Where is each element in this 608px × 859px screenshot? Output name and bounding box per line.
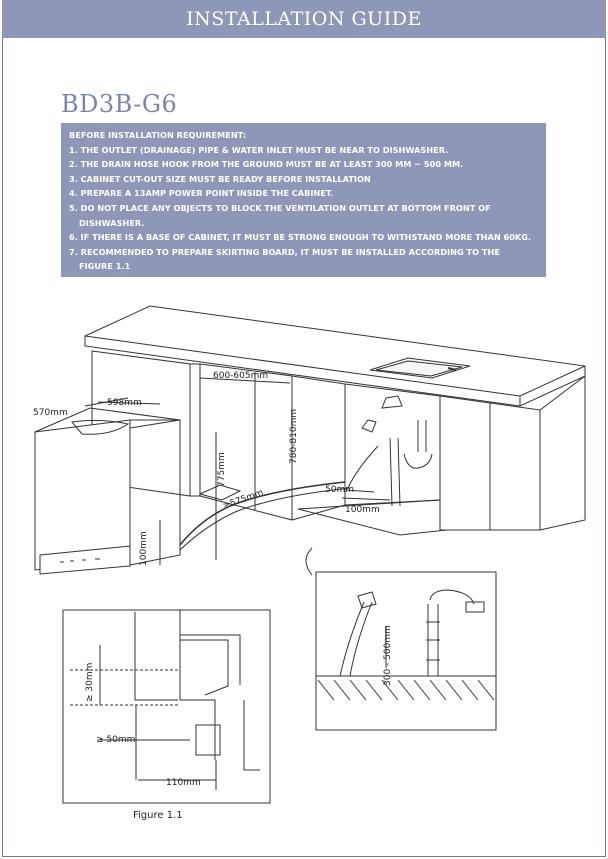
dim-50-lower: ≥ 50mm bbox=[96, 735, 135, 745]
dim-100: 100mm bbox=[345, 505, 380, 515]
requirement-item: 3. CABINET CUT-OUT SIZE MUST BE READY BE… bbox=[69, 173, 371, 184]
requirements-heading: BEFORE INSTALLATION REQUIREMENT: bbox=[69, 130, 247, 140]
model-title: BD3B-G6 bbox=[61, 90, 178, 118]
dim-300-500: 300 - 500mm bbox=[383, 625, 393, 686]
dim-110: 110mm bbox=[166, 778, 201, 788]
requirement-item: 2. THE DRAIN HOSE HOOK FROM THE GROUND M… bbox=[69, 159, 464, 170]
dim-775: 775mm bbox=[217, 452, 227, 487]
requirement-item: 6. IF THERE IS A BASE OF CABINET, IT MUS… bbox=[69, 232, 532, 243]
requirement-item-cont: DISHWASHER. bbox=[79, 217, 145, 228]
dim-600-605: 600-605mm bbox=[213, 371, 268, 381]
requirement-item: 7. RECOMMENDED TO PREPARE SKIRTING BOARD… bbox=[69, 246, 500, 257]
dim-100-bottom: 100mm bbox=[139, 531, 149, 566]
dim-50: 50mm bbox=[325, 485, 354, 495]
requirement-item: 4. PREPARE A 13AMP POWER POINT INSIDE TH… bbox=[69, 188, 334, 199]
requirement-item-cont: FIGURE 1.1 bbox=[79, 261, 131, 272]
dim-30: ≥ 30mm bbox=[85, 663, 95, 702]
dim-575: ≥575mm bbox=[222, 488, 265, 512]
dim-780-810: 780-810mm bbox=[289, 409, 299, 464]
requirements-box: BEFORE INSTALLATION REQUIREMENT: 1. THE … bbox=[61, 123, 546, 277]
figure-caption: Figure 1.1 bbox=[133, 810, 183, 821]
header-title: INSTALLATION GUIDE bbox=[186, 8, 422, 30]
requirement-item: 5. DO NOT PLACE ANY OBJECTS TO BLOCK THE… bbox=[69, 202, 491, 213]
dim-570: 570mm bbox=[33, 408, 68, 418]
requirement-item: 1. THE OUTLET (DRAINAGE) PIPE & WATER IN… bbox=[69, 144, 449, 155]
page-header: INSTALLATION GUIDE bbox=[2, 0, 606, 38]
dim-598: 598mm bbox=[107, 398, 142, 408]
